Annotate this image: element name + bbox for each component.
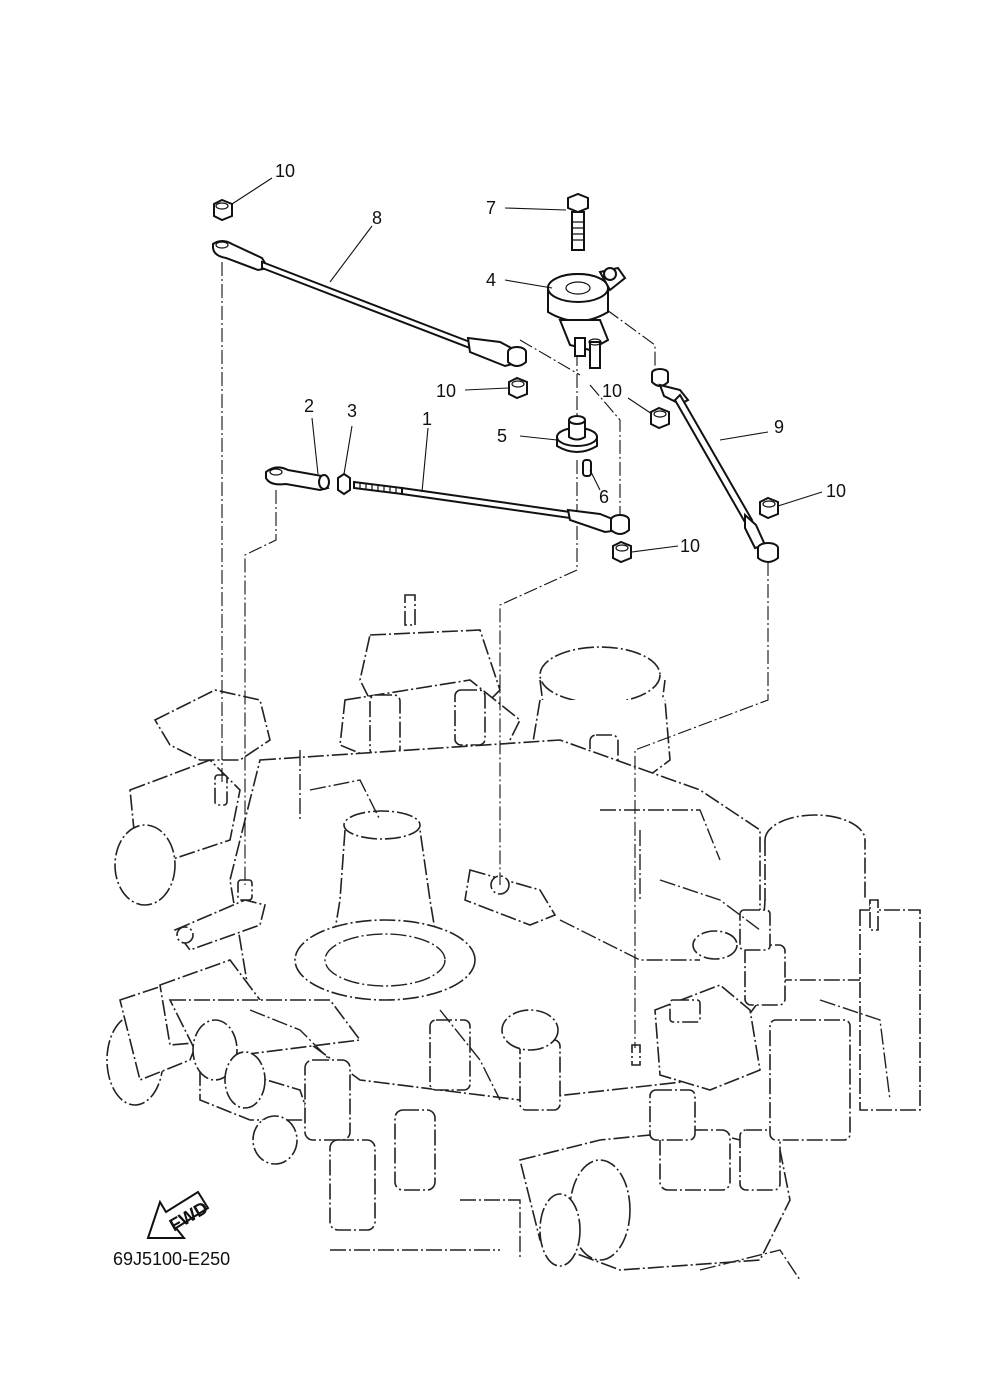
pin-6 [582,459,592,477]
callout-10-right: 10 [826,481,846,501]
nut-3 [337,472,351,496]
nut-10-rod-9-top [650,406,670,430]
callout-10-bottom: 10 [680,536,700,556]
callout-7: 7 [486,198,496,218]
callout-5: 5 [497,426,507,446]
callout-9: 9 [774,417,784,437]
callout-1: 1 [422,409,432,429]
fwd-arrow: FWD [146,1190,211,1239]
collar-5 [556,415,598,453]
callout-leaders [231,177,823,553]
diagram-code: 69J5100-E250 [113,1249,230,1269]
callout-10-mid-left: 10 [436,381,456,401]
rod-1 [353,480,630,535]
nut-10-under-rod-8 [508,376,528,400]
callout-2: 2 [304,396,314,416]
callout-6: 6 [599,487,609,507]
lever-4 [547,266,627,369]
rod-end-2 [265,466,330,492]
callout-numbers: 10 8 7 4 10 10 9 2 3 1 5 6 10 10 [275,161,846,556]
rod-8 [212,240,527,368]
nut-10-rod-9-bottom [759,496,779,520]
engine-block-outline [106,594,921,1281]
callout-10-rod-9: 10 [602,381,622,401]
rod-9 [651,368,779,563]
nut-10-under-rod-1 [612,540,632,564]
bolt-7 [567,192,589,251]
callout-3: 3 [347,401,357,421]
callout-8: 8 [372,208,382,228]
callout-4: 4 [486,270,496,290]
nut-10-top-left [213,198,233,222]
callout-10-top-left: 10 [275,161,295,181]
